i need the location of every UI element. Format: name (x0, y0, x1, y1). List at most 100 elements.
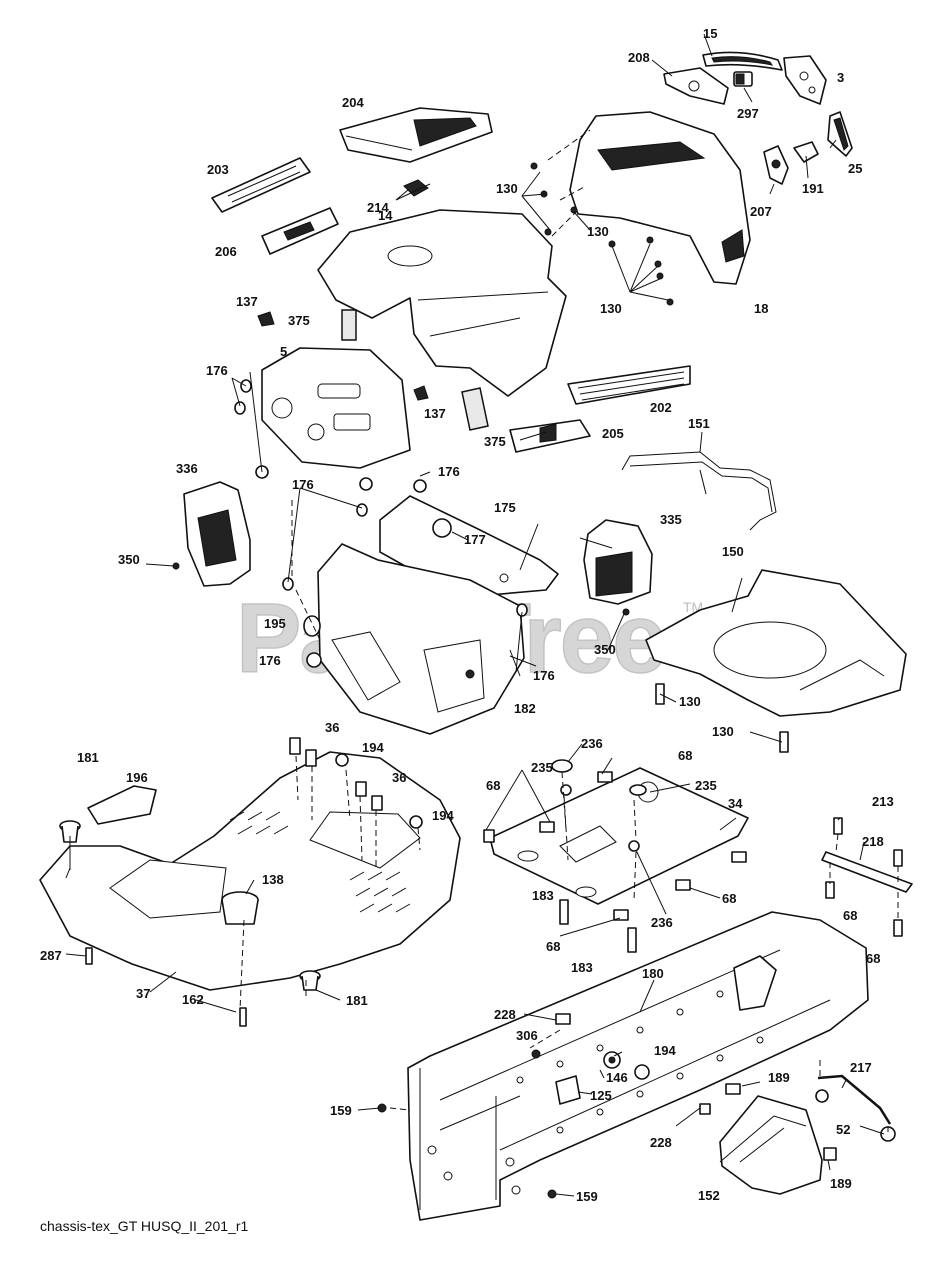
label-297: 297 (737, 106, 759, 121)
label-137a: 137 (236, 294, 258, 309)
label-350b: 350 (594, 642, 616, 657)
vent-holes (229, 811, 411, 913)
label-130c: 130 (600, 301, 622, 316)
part-14-shape (317, 209, 567, 397)
part-3-shape (783, 55, 827, 105)
label-68d: 68 (843, 908, 857, 923)
part-146-shape (603, 1051, 621, 1069)
label-138: 138 (262, 872, 284, 887)
label-336: 336 (176, 461, 198, 476)
part-182-shape (317, 543, 525, 735)
label-205: 205 (602, 426, 624, 441)
part-217-shape (817, 1074, 892, 1125)
label-287: 287 (40, 948, 62, 963)
part-207-shape (763, 145, 789, 185)
label-130a: 130 (496, 181, 518, 196)
part-152-shape (719, 1095, 823, 1195)
part-37-shape (39, 751, 461, 991)
label-189b: 189 (830, 1176, 852, 1191)
label-350a: 350 (118, 552, 140, 567)
label-375b: 375 (484, 434, 506, 449)
label-194b: 194 (432, 808, 454, 823)
label-191: 191 (802, 181, 824, 196)
label-130e: 130 (712, 724, 734, 739)
label-375a: 375 (288, 313, 310, 328)
part-15-shape (702, 51, 783, 71)
part-206-shape (261, 207, 339, 255)
label-203: 203 (207, 162, 229, 177)
label-150: 150 (722, 544, 744, 559)
part-191-shape (793, 141, 819, 163)
part-336-shape (183, 481, 251, 587)
part-137a-shape (257, 311, 275, 327)
label-217: 217 (850, 1060, 872, 1075)
label-228a: 228 (494, 1007, 516, 1022)
diagram-caption: chassis-tex_GT HUSQ_II_201_r1 (40, 1218, 248, 1234)
part-137b-shape (413, 385, 429, 401)
label-207: 207 (750, 204, 772, 219)
label-176a: 176 (206, 363, 228, 378)
part-181b-shape (299, 970, 321, 991)
part-218-shape (821, 851, 913, 893)
label-159b: 159 (576, 1189, 598, 1204)
label-15: 15 (703, 26, 717, 41)
part-138-shape (221, 891, 259, 925)
part-235a-shape (551, 759, 573, 773)
part-34-shape (489, 767, 749, 905)
label-68e: 68 (546, 939, 560, 954)
label-194a: 194 (362, 740, 384, 755)
label-18: 18 (754, 301, 768, 316)
label-137b: 137 (424, 406, 446, 421)
label-235a: 235 (531, 760, 553, 775)
part-203-shape (211, 157, 311, 213)
part-194c-shape (634, 1064, 650, 1080)
label-52: 52 (836, 1122, 850, 1137)
label-183a: 183 (532, 888, 554, 903)
part-202-shape (567, 365, 691, 405)
part-195-shape (303, 615, 321, 637)
label-152: 152 (698, 1188, 720, 1203)
label-175: 175 (494, 500, 516, 515)
part-205-shape (509, 419, 591, 453)
label-146: 146 (606, 1070, 628, 1085)
label-235b: 235 (695, 778, 717, 793)
label-176c: 176 (292, 477, 314, 492)
label-68a: 68 (678, 748, 692, 763)
label-130d: 130 (679, 694, 701, 709)
label-176d: 176 (259, 653, 281, 668)
label-196: 196 (126, 770, 148, 785)
part-177-shape (432, 518, 452, 538)
label-180: 180 (642, 966, 664, 981)
part-335-shape (583, 519, 653, 605)
label-176e: 176 (533, 668, 555, 683)
label-68f: 68 (866, 951, 880, 966)
label-5: 5 (280, 344, 287, 359)
part-150-shape (645, 569, 907, 717)
label-68b: 68 (486, 778, 500, 793)
part-5-shape (261, 347, 411, 469)
label-176b: 176 (438, 464, 460, 479)
label-182: 182 (514, 701, 536, 716)
part-208-shape (663, 67, 729, 105)
label-36b: 36 (392, 770, 406, 785)
part-25-shape (827, 111, 853, 157)
label-36a: 36 (325, 720, 339, 735)
label-162: 162 (182, 992, 204, 1007)
part-181a-shape (59, 820, 81, 843)
label-218: 218 (862, 834, 884, 849)
part-151-shape (621, 451, 777, 531)
label-159a: 159 (330, 1103, 352, 1118)
label-213: 213 (872, 794, 894, 809)
label-68c: 68 (722, 891, 736, 906)
part-196-shape (87, 785, 157, 825)
frame-holes (427, 990, 764, 1195)
label-236b: 236 (651, 915, 673, 930)
label-14: 14 (378, 208, 393, 223)
label-335: 335 (660, 512, 682, 527)
label-25: 25 (848, 161, 862, 176)
label-183b: 183 (571, 960, 593, 975)
label-125: 125 (590, 1088, 612, 1103)
label-181b: 181 (346, 993, 368, 1008)
label-130b: 130 (587, 224, 609, 239)
label-3: 3 (837, 70, 844, 85)
